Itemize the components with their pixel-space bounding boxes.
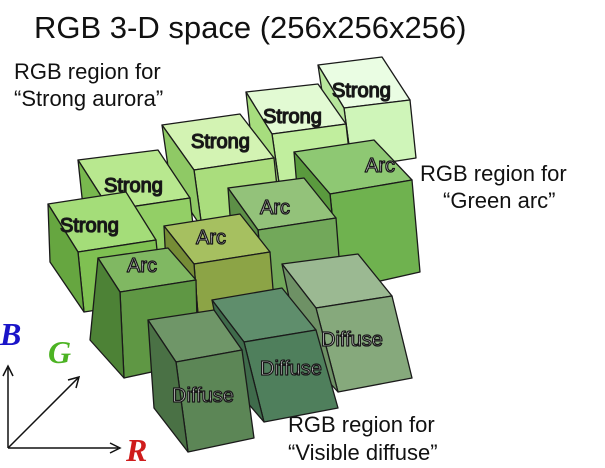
- arc-region-heading: RGB region for: [420, 161, 567, 186]
- diffuse-region-name: “Visible diffuse”: [288, 440, 438, 465]
- diffuse-box-label: Diffuse: [321, 329, 383, 351]
- arc-box-label: Arc: [365, 155, 395, 177]
- arc-box-side: [89, 257, 125, 379]
- g-axis-arrowhead: [67, 375, 81, 389]
- g-axis-line: [7, 377, 79, 449]
- diffuse-box-side: [147, 319, 189, 453]
- diagram-title: RGB 3-D space (256x256x256): [34, 10, 467, 45]
- b-axis-arrowhead: [2, 364, 14, 377]
- g-axis-label: G: [48, 334, 71, 370]
- arc-region-name: “Green arc”: [443, 188, 555, 213]
- strong-region-heading: RGB region for: [14, 59, 161, 84]
- diffuse-box-label: Diffuse: [172, 385, 234, 407]
- diffuse-region-heading: RGB region for: [288, 412, 435, 437]
- strong-box-label: Strong: [60, 215, 119, 237]
- strong-box-label: Strong: [104, 175, 163, 197]
- r-axis-arrowhead: [109, 442, 122, 454]
- strong-region-name: “Strong aurora”: [14, 86, 163, 111]
- strong-box-label: Strong: [263, 106, 322, 128]
- strong-box-side: [47, 203, 85, 313]
- diffuse-box: Diffuse: [147, 309, 255, 453]
- strong-box-label: Strong: [332, 80, 391, 102]
- r-axis-label: R: [125, 432, 147, 468]
- strong-box-label: Strong: [191, 131, 250, 153]
- axis-indicator: [2, 364, 122, 454]
- arc-box-label: Arc: [196, 227, 226, 249]
- diffuse-box-label: Diffuse: [260, 358, 322, 380]
- diffuse-boxes: Diffuse Diffuse Diffuse: [147, 253, 413, 453]
- b-axis-label: B: [0, 316, 21, 352]
- arc-box-label: Arc: [260, 197, 290, 219]
- arc-box-label: Arc: [127, 255, 157, 277]
